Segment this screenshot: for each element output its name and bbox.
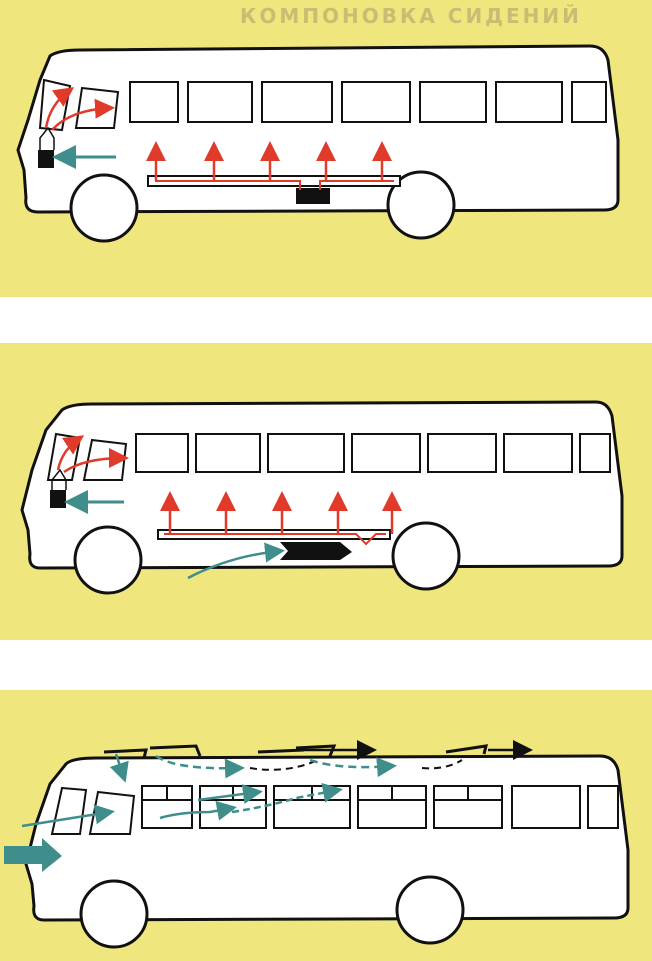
warm-air-duct-line-2: [164, 533, 386, 546]
driver-window-2: [82, 438, 128, 481]
roof-hatches-3: [103, 744, 489, 759]
defrost-arrow-right-1: [51, 98, 115, 131]
windshield-3: [50, 786, 88, 835]
front-heater-duct-2: [51, 468, 67, 490]
warm-air-arrows-2: [160, 491, 402, 534]
front-wheel-3: [79, 879, 149, 949]
warm-air-duct-line-1: [155, 180, 394, 190]
side-windows-1: [129, 81, 607, 123]
front-heater-1: [38, 150, 54, 168]
warm-air-arrows-1: [146, 141, 392, 181]
windshield-1: [38, 78, 72, 132]
defrost-arrow-left-1: [44, 87, 75, 129]
defrost-arrow-right-2: [63, 448, 129, 474]
front-heater-2: [50, 490, 66, 508]
side-windows-2: [135, 433, 611, 473]
bus-body-3: [24, 754, 630, 922]
rear-wheel-3: [395, 875, 465, 945]
front-wheel-1: [69, 173, 139, 243]
roof-exhaust-dashed-1: [249, 759, 319, 771]
fresh-air-flows-3: [21, 753, 397, 828]
front-wheel-2: [73, 525, 143, 595]
bus-panel-3: [4, 740, 630, 949]
bus-body-2: [20, 400, 624, 570]
bus-body-1: [16, 44, 620, 214]
driver-window-3: [88, 790, 136, 835]
heater-unit-1: [296, 188, 330, 204]
page-heading: КОМПОНОВКА СИДЕНИЙ: [240, 4, 582, 28]
bus-panel-1: [16, 44, 620, 243]
intake-air-arrow-2: [187, 542, 285, 580]
rear-wheel-1: [386, 170, 456, 240]
bus-panel-2: [20, 400, 624, 595]
heater-unit-2: [280, 542, 352, 560]
rear-wheel-2: [391, 521, 461, 591]
side-windows-3: [141, 785, 619, 829]
defrost-arrow-left-2: [56, 435, 85, 471]
front-heater-duct-1: [39, 126, 55, 150]
ram-air-intake-arrow-3: [4, 838, 62, 872]
roof-exhaust-dashed-2: [421, 759, 463, 770]
